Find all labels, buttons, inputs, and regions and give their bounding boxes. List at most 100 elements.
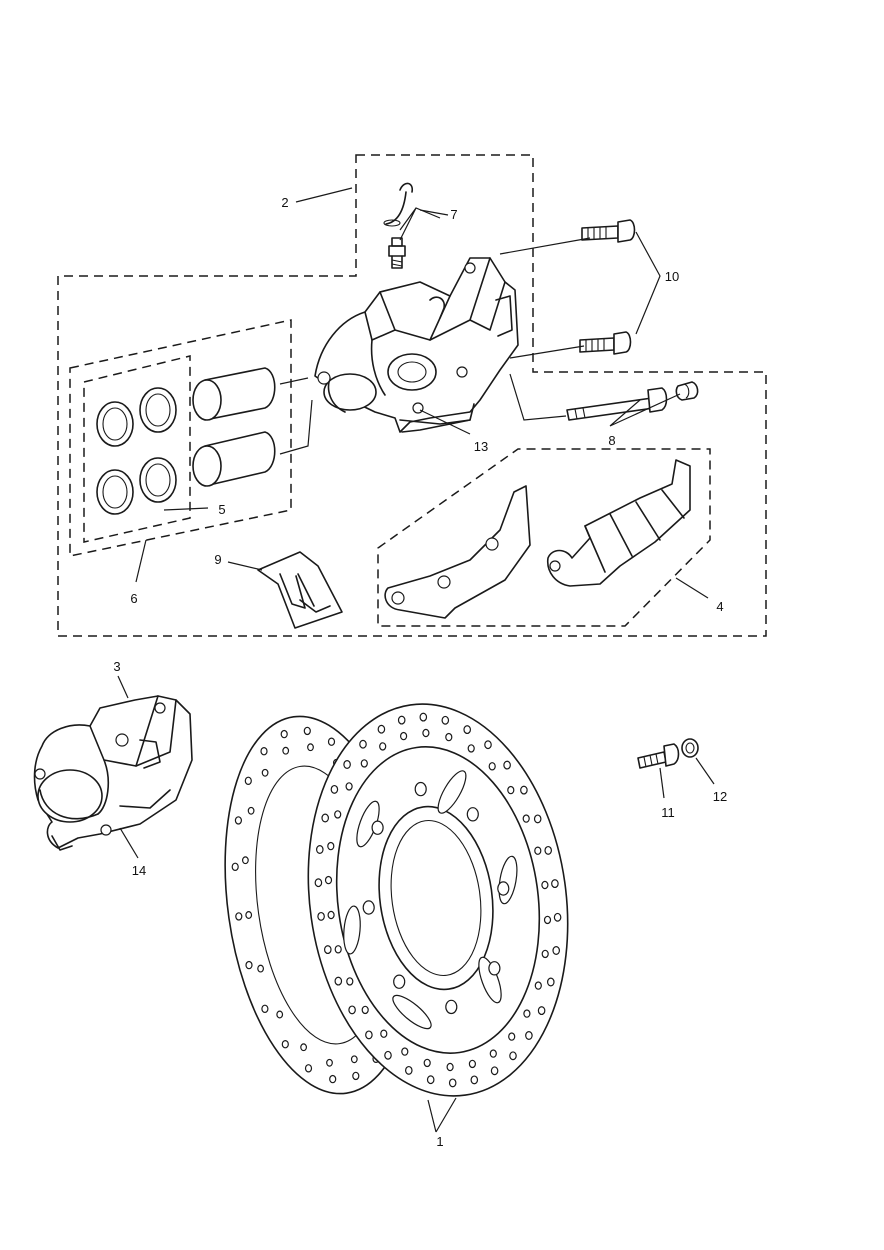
callout-3: 3 [113, 659, 120, 674]
disc-drill-hole [523, 1009, 531, 1018]
disc-drill-hole [359, 739, 367, 749]
mounting-bolt-upper [581, 219, 636, 243]
disc-carrier-hole [362, 900, 375, 915]
disc-drill-hole [552, 946, 561, 955]
disc-drill-hole [315, 845, 324, 854]
disc-drill-hole [361, 1005, 369, 1015]
disc-carrier-hole [497, 881, 510, 896]
disc-drill-hole [525, 1031, 533, 1040]
disc-drill-hole [324, 875, 333, 885]
disc-drill-hole [470, 1075, 479, 1085]
disc-drill-hole [468, 1059, 476, 1069]
disc-drill-hole [231, 862, 239, 872]
pad-spring [257, 551, 343, 629]
caliper-assembly-complete [33, 695, 193, 851]
disc-drill-hole [380, 1029, 388, 1038]
disc-drill-hole [534, 846, 542, 855]
disc-drill-hole [484, 740, 492, 750]
seal-rings-group-outline [83, 355, 191, 543]
disc-drill-hole [327, 737, 336, 746]
disc-drill-hole [234, 816, 242, 825]
disc-carrier-hole [488, 961, 501, 976]
disc-drill-hole [334, 976, 343, 986]
disc-drill-hole [352, 1071, 360, 1081]
callout-12: 12 [713, 789, 727, 804]
disc-drill-hole [537, 1006, 546, 1016]
disc-drill-hole [346, 977, 354, 986]
disc-vent-slot [392, 994, 432, 1030]
disc-drill-hole [522, 814, 530, 823]
disc-drill-hole [343, 760, 351, 769]
disc-carrier-hole [393, 974, 406, 989]
disc-drill-hole [300, 1043, 308, 1052]
disc-carrier-hole [466, 807, 479, 822]
disc-drill-hole [546, 977, 555, 987]
disc-drill-hole [276, 1010, 284, 1019]
disc-vent-slot [343, 905, 361, 955]
disc-drill-hole [345, 782, 353, 791]
disc-drill-hole [553, 912, 562, 922]
disc-drill-hole [348, 1005, 356, 1015]
disc-drill-hole [507, 785, 515, 795]
disc-vent-slot [437, 770, 467, 814]
disc-drill-hole [404, 1065, 413, 1075]
disc-drill-hole [534, 981, 542, 990]
callout-10: 10 [665, 269, 679, 284]
disc-drill-hole [509, 1051, 517, 1061]
disc-drill-hole [261, 1004, 269, 1014]
disc-drill-hole [488, 762, 496, 771]
disc-drill-hole [419, 712, 428, 722]
seal-ring [139, 387, 177, 433]
disc-drill-hole [541, 880, 549, 890]
disc-drill-hole [422, 728, 430, 738]
disc-drill-hole [261, 768, 269, 777]
callout-7: 7 [450, 207, 457, 222]
piston-lower [192, 431, 276, 487]
disc-bolt [637, 743, 680, 769]
callout-6: 6 [130, 591, 137, 606]
pad-set-group-outline [377, 448, 711, 627]
disc-carrier-hole [445, 999, 458, 1015]
bleed-nipple-cap [383, 182, 414, 227]
disc-drill-hole [314, 878, 323, 888]
disc-drill-hole [334, 810, 342, 819]
callout-13: 13 [474, 439, 488, 454]
disc-bolt-washer [681, 738, 699, 758]
seal-kit-group-outline [69, 319, 292, 557]
seal-ring [139, 457, 177, 503]
callout-14: 14 [132, 863, 146, 878]
disc-drill-hole [520, 785, 528, 795]
disc-drill-hole [467, 744, 475, 753]
disc-drill-hole [280, 729, 288, 739]
disc-drill-hole [329, 1074, 337, 1084]
disc-drill-hole [323, 945, 332, 955]
disc-drill-hole [321, 813, 330, 823]
pad-pin-plug [675, 381, 699, 401]
disc-drill-hole [463, 725, 472, 735]
disc-drill-hole [365, 1030, 373, 1040]
disc-drill-hole [247, 806, 255, 815]
disc-drill-hole [426, 1075, 435, 1085]
disc-drill-hole [377, 724, 386, 734]
callout-5: 5 [218, 502, 225, 517]
disc-drill-hole [384, 1050, 392, 1060]
mounting-bolt-lower [579, 331, 632, 355]
disc-drill-hole [541, 949, 549, 959]
disc-drill-hole [303, 726, 311, 736]
piston-upper [192, 367, 276, 421]
disc-drill-hole [245, 911, 253, 919]
caliper-assembly-group-outline [57, 154, 767, 637]
brake-pad-backing-plate [384, 485, 531, 619]
disc-drill-hole [360, 759, 368, 768]
disc-drill-hole [282, 746, 290, 755]
disc-drill-hole [400, 731, 408, 741]
callout-9: 9 [214, 552, 221, 567]
disc-drill-hole [257, 964, 265, 973]
callout-2: 2 [281, 195, 288, 210]
disc-drill-hole [327, 910, 335, 920]
bleed-nipple [388, 237, 406, 269]
disc-drill-hole [490, 1066, 499, 1076]
disc-drill-hole [379, 742, 387, 751]
disc-drill-hole [330, 784, 339, 794]
